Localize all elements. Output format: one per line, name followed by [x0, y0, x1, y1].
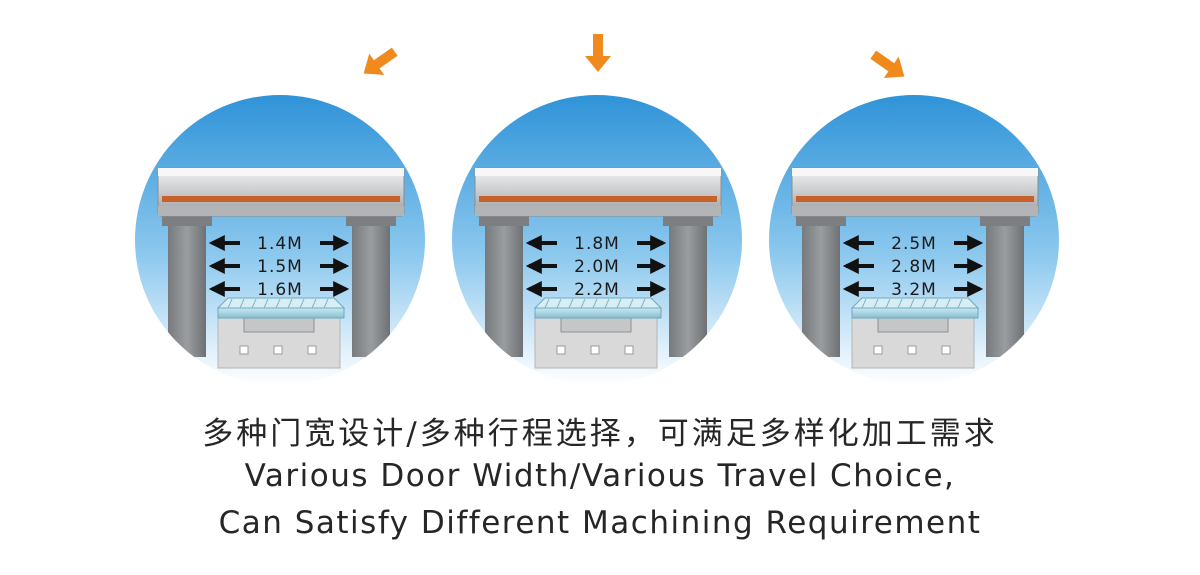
worktable-slot	[227, 298, 233, 309]
pointer-arrow	[363, 47, 398, 75]
left-column	[485, 222, 523, 357]
base-slot	[873, 345, 883, 355]
worktable-slot	[544, 298, 550, 309]
beam-top-edge	[792, 168, 1038, 176]
width-label: 2.8M	[891, 257, 937, 277]
worktable-slot	[568, 298, 574, 309]
beam-bottom-edge	[792, 206, 1038, 216]
right-column-cap	[980, 214, 1030, 226]
right-column-cap	[663, 214, 713, 226]
caption-english-line1: Various Door Width/Various Travel Choice…	[244, 458, 956, 494]
beam-rail	[479, 196, 717, 202]
worktable-slot	[311, 298, 317, 309]
right-column-cap	[346, 214, 396, 226]
base-slot	[907, 345, 917, 355]
worktable-front	[217, 307, 345, 319]
width-label: 3.2M	[891, 280, 937, 300]
worktable-slot	[592, 298, 598, 309]
worktable-slot	[251, 298, 257, 309]
right-column	[352, 222, 390, 357]
width-label: 1.6M	[257, 280, 303, 300]
worktable-slot	[616, 298, 622, 309]
worktable-slot	[263, 298, 269, 309]
width-label: 1.4M	[257, 234, 303, 254]
worktable-front	[851, 307, 979, 319]
right-column	[669, 222, 707, 357]
gantry-machine	[474, 167, 722, 369]
beam-bottom-edge	[158, 206, 404, 216]
beam-top-edge	[475, 168, 721, 176]
gantry-machine	[791, 167, 1039, 369]
worktable-front	[534, 307, 662, 319]
beam-rail	[796, 196, 1034, 202]
width-label: 2.0M	[574, 257, 620, 277]
left-column	[168, 222, 206, 357]
left-column	[802, 222, 840, 357]
base-slot	[590, 345, 600, 355]
left-column-cap	[796, 214, 846, 226]
pointer-arrow-shape	[585, 34, 611, 72]
worktable-slot	[299, 298, 305, 309]
worktable-slot	[873, 298, 879, 309]
pointer-arrow	[585, 34, 611, 72]
pointer-arrow	[870, 50, 905, 78]
worktable-slot	[556, 298, 562, 309]
base-slot	[624, 345, 634, 355]
beam-bottom-edge	[475, 206, 721, 216]
worktable-slot	[239, 298, 245, 309]
worktable-slot	[580, 298, 586, 309]
worktable-slot	[921, 298, 927, 309]
gantry-panel-1: 1.4M 1.5M 1.6M	[135, 47, 425, 385]
left-column-cap	[162, 214, 212, 226]
caption-chinese: 多种门宽设计/多种行程选择，可满足多样化加工需求	[202, 416, 998, 452]
base-slot	[239, 345, 249, 355]
width-label: 1.8M	[574, 234, 620, 254]
worktable-slot	[275, 298, 281, 309]
base-slot	[941, 345, 951, 355]
beam-top-edge	[158, 168, 404, 176]
worktable-slot	[945, 298, 951, 309]
pointer-arrow-shape	[870, 50, 905, 78]
worktable-slot	[287, 298, 293, 309]
width-label: 1.5M	[257, 257, 303, 277]
width-label: 2.2M	[574, 280, 620, 300]
worktable-slot	[640, 298, 646, 309]
base-slot	[273, 345, 283, 355]
worktable-slot	[933, 298, 939, 309]
width-label: 2.5M	[891, 234, 937, 254]
base-slot	[556, 345, 566, 355]
gantry-machine	[157, 167, 405, 369]
caption-english-line2: Can Satisfy Different Machining Requirem…	[218, 505, 982, 541]
worktable-slot	[885, 298, 891, 309]
beam-rail	[162, 196, 400, 202]
base-slot	[307, 345, 317, 355]
pointer-arrow-shape	[363, 47, 398, 75]
worktable-slot	[957, 298, 963, 309]
worktable-slot	[897, 298, 903, 309]
right-column	[986, 222, 1024, 357]
worktable-slot	[909, 298, 915, 309]
worktable-slot	[861, 298, 867, 309]
worktable-slot	[604, 298, 610, 309]
worktable-slot	[628, 298, 634, 309]
worktable-slot	[323, 298, 329, 309]
gantry-diagram: 1.4M 1.5M 1.6M 1.8M 2.0M 2.2M 2.5M 2.8M 3.2M	[135, 34, 1059, 385]
gantry-panel-3: 2.5M 2.8M 3.2M	[769, 50, 1059, 385]
gantry-panel-2: 1.8M 2.0M 2.2M	[452, 34, 742, 385]
left-column-cap	[479, 214, 529, 226]
